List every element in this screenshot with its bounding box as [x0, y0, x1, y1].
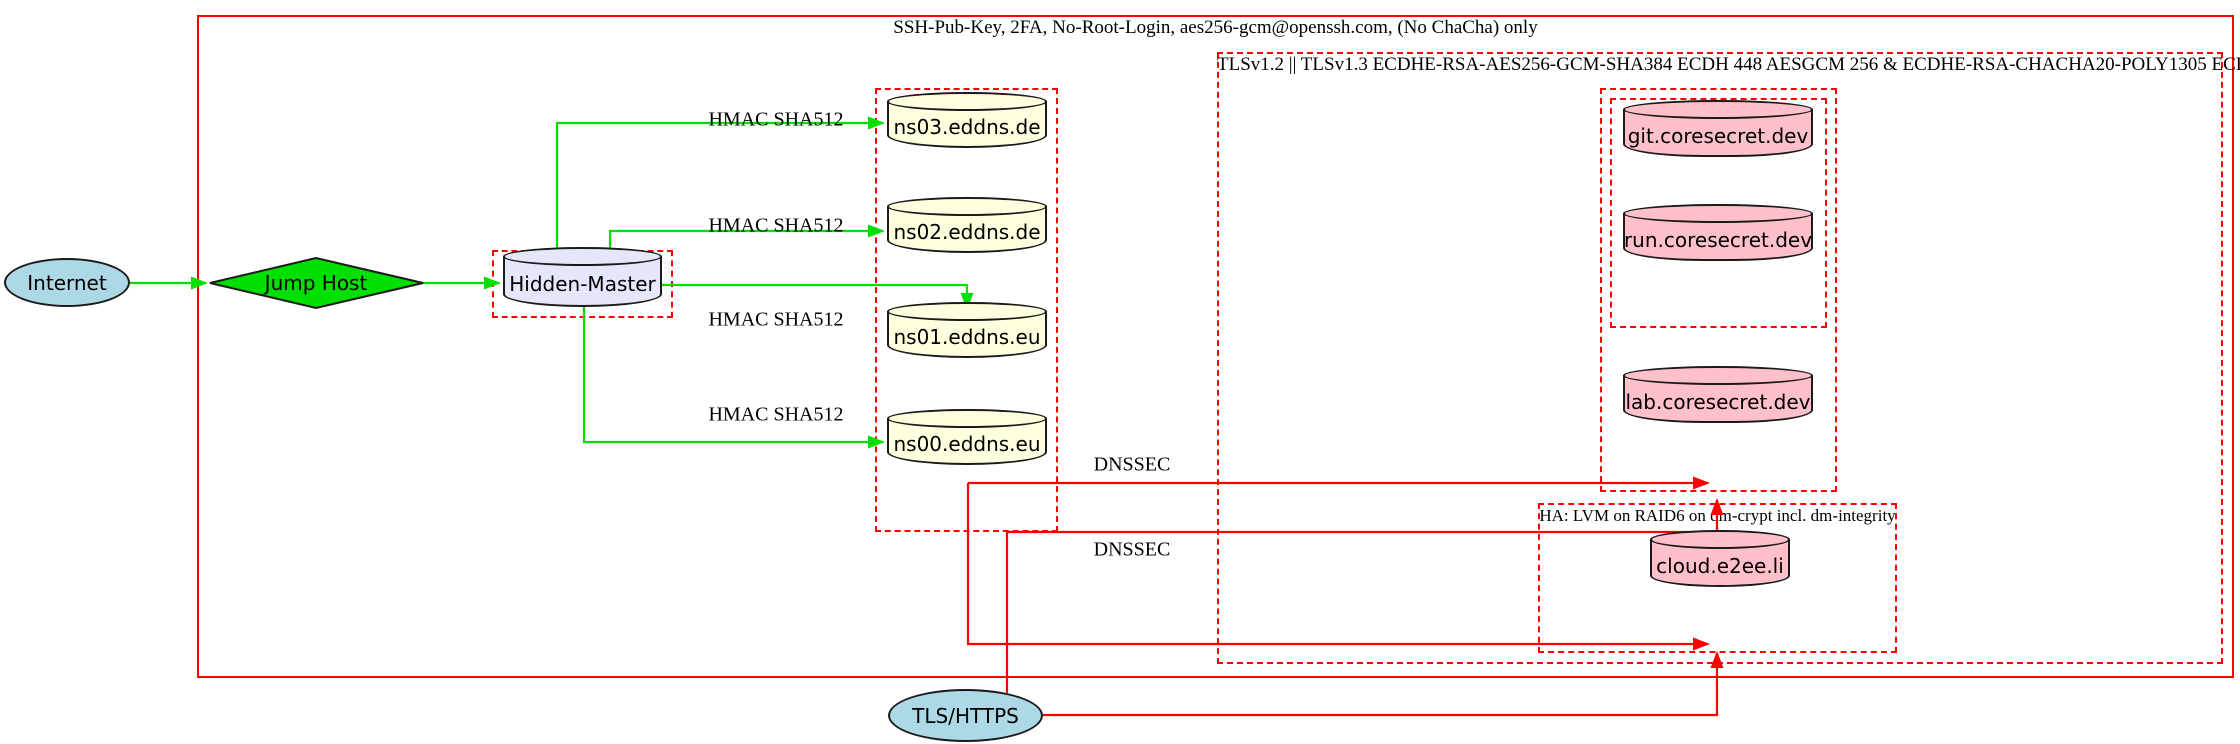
node-ns01: ns01.eddns.eu — [887, 302, 1047, 358]
edge-label-hmac-ns03: HMAC SHA512 — [708, 108, 844, 131]
edge-label-hmac-ns01: HMAC SHA512 — [708, 308, 844, 331]
edge-hiddenmaster-ns01 — [662, 283, 974, 310]
edge-label-hmac-ns00: HMAC SHA512 — [708, 403, 844, 426]
coresecret-cluster-box — [1600, 88, 1837, 492]
node-run-label: run.coresecret.dev — [1623, 227, 1813, 252]
node-cloud: cloud.e2ee.li — [1650, 530, 1790, 587]
node-jump-host-label: Jump Host — [264, 271, 368, 295]
node-git-label: git.coresecret.dev — [1627, 123, 1809, 148]
node-ns02-label: ns02.eddns.de — [893, 220, 1041, 244]
edge-label-dnssec-upper: DNSSEC — [1093, 453, 1171, 476]
node-ns00-label: ns00.eddns.eu — [893, 432, 1041, 456]
ssh-cluster-box — [197, 15, 2234, 678]
node-lab-label: lab.coresecret.dev — [1625, 389, 1811, 414]
tls-cluster-label: TLSv1.2 || TLSv1.3 ECDHE-RSA-AES256-GCM-… — [1217, 54, 2240, 75]
node-hidden-master-label: Hidden-Master — [509, 272, 656, 296]
node-tls-https: TLS/HTTPS — [888, 689, 1043, 742]
edge-dns-ha — [966, 483, 1710, 651]
node-run: run.coresecret.dev — [1623, 204, 1813, 261]
git-run-cluster-box — [1610, 98, 1827, 328]
node-ns01-label: ns01.eddns.eu — [893, 325, 1041, 349]
node-lab: lab.coresecret.dev — [1623, 366, 1813, 423]
node-internet: Internet — [4, 258, 130, 307]
node-tls-https-label: TLS/HTTPS — [912, 703, 1019, 728]
dns-cluster-box — [875, 88, 1058, 532]
node-internet-label: Internet — [27, 270, 107, 295]
edge-hiddenmaster-ns03 — [555, 116, 885, 259]
jump-host-diamond — [209, 256, 424, 310]
node-ns02: ns02.eddns.de — [887, 197, 1047, 253]
ssh-cluster-label: SSH-Pub-Key, 2FA, No-Root-Login, aes256-… — [893, 17, 1538, 38]
edge-label-hmac-ns02: HMAC SHA512 — [708, 214, 844, 237]
node-ns03-label: ns03.eddns.de — [893, 115, 1041, 139]
edge-hiddenmaster-ns00 — [582, 306, 885, 449]
edge-tlshttps-ha — [1043, 651, 1724, 717]
node-jump-host: Jump Host — [226, 269, 406, 297]
edge-tlshttps-coresecret — [1005, 498, 1724, 693]
node-ns03: ns03.eddns.de — [887, 92, 1047, 148]
node-ns00: ns00.eddns.eu — [887, 409, 1047, 465]
edge-label-dnssec-lower: DNSSEC — [1093, 538, 1171, 561]
node-hidden-master: Hidden-Master — [503, 247, 662, 307]
node-cloud-label: cloud.e2ee.li — [1656, 553, 1784, 578]
node-git: git.coresecret.dev — [1623, 100, 1813, 157]
